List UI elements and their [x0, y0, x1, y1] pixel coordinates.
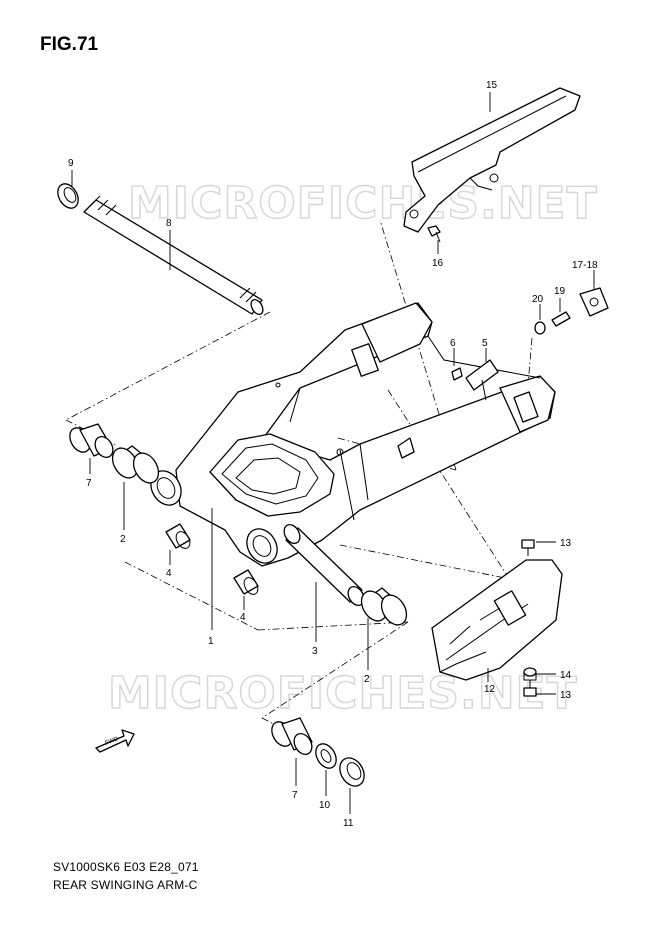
swingarm-part [150, 302, 556, 567]
callout-19: 19 [554, 286, 566, 297]
bolt-13-upper-part [521, 539, 535, 556]
callout-13-upper: 13 [560, 538, 572, 549]
callout-2-upper: 2 [120, 534, 126, 545]
bracket-5-part [465, 359, 499, 401]
fwd-label: FWD [105, 736, 121, 747]
bolt-16-part [427, 225, 441, 243]
bolt-6-part [451, 367, 463, 381]
drawing-name: REAR SWINGING ARM-C [53, 878, 198, 892]
callout-7-lower: 7 [292, 790, 298, 801]
pivot-shaft-part [83, 195, 264, 316]
needle-bearing-4-upper-part [165, 523, 191, 549]
callout-7-upper: 7 [86, 478, 92, 489]
callout-14: 14 [560, 670, 572, 681]
callout-6: 6 [450, 338, 456, 349]
watermark-bottom: MICROFICHES.NET [108, 668, 578, 719]
callout-8: 8 [166, 218, 172, 229]
chain-case-part [431, 559, 563, 681]
callout-2-lower: 2 [364, 674, 370, 685]
figure-title: FIG.71 [40, 34, 99, 55]
callout-13-lower: 13 [560, 690, 572, 701]
spacer-14-part [523, 667, 537, 681]
bearing-2-upper-part [111, 445, 160, 484]
bushing-7-lower-part [271, 717, 313, 755]
callout-4-upper: 4 [166, 568, 172, 579]
callout-10: 10 [319, 800, 331, 811]
callout-3: 3 [312, 646, 318, 657]
callout-20: 20 [532, 294, 544, 305]
callout-16: 16 [432, 258, 444, 269]
leader-lines [71, 92, 595, 814]
fwd-arrow-icon: FWD [95, 729, 135, 753]
drawing-code: SV1000SK6 E03 E28_071 [53, 860, 199, 874]
watermark-top: MICROFICHES.NET [128, 178, 598, 229]
bearing-2-lower-part [360, 587, 408, 626]
needle-bearing-4-lower-part [233, 569, 259, 595]
callout-15: 15 [486, 80, 498, 91]
callout-5: 5 [482, 338, 488, 349]
callout-labels: 9 8 15 16 17-18 19 20 6 5 7 2 4 4 1 3 2 … [68, 80, 598, 829]
bolt-13-lower-part [523, 680, 537, 697]
washer-10-part [315, 743, 337, 769]
washer-20-part [534, 321, 546, 335]
chain-guard-part [403, 87, 581, 233]
callout-9: 9 [68, 158, 74, 169]
callout-4-lower: 4 [240, 612, 246, 623]
bolt-19-part [551, 311, 571, 327]
spacer-part [283, 524, 365, 606]
nut-11-part [339, 757, 365, 787]
callout-12: 12 [484, 684, 496, 695]
dust-seal-part [57, 183, 79, 209]
bushing-7-upper-part [69, 423, 114, 458]
chain-adjuster-part [579, 287, 609, 317]
callout-11: 11 [343, 818, 354, 829]
callout-1: 1 [208, 636, 214, 647]
callout-17-18: 17-18 [572, 260, 598, 271]
